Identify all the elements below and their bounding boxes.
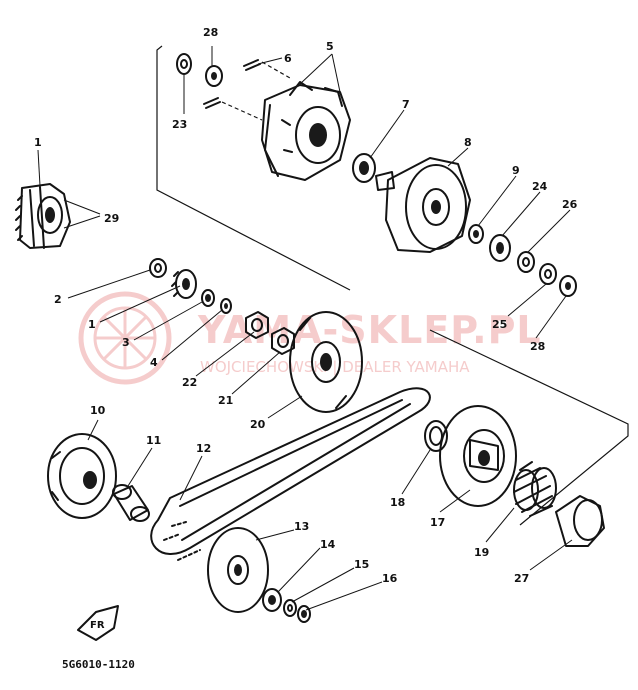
callout-labels: 1 29 2 1 3 4 22 21 20 28 23 6 5 7 8 9 24… xyxy=(34,26,578,585)
callout-28: 28 xyxy=(203,26,218,39)
callout-4: 4 xyxy=(150,356,158,369)
part-12-v-belt xyxy=(150,387,431,561)
part-1-gear xyxy=(15,183,71,249)
callout-7: 7 xyxy=(402,98,410,111)
part-1b-gear xyxy=(171,269,197,299)
part-8-clutch-housing xyxy=(375,157,471,253)
drawing-code: 5G6010-1120 xyxy=(62,658,135,671)
callout-15: 15 xyxy=(354,558,369,571)
part-22-nut xyxy=(245,311,269,339)
callout-2: 2 xyxy=(54,293,62,306)
callout-16: 16 xyxy=(382,572,398,585)
callout-28b: 28 xyxy=(530,340,545,353)
callout-6: 6 xyxy=(284,52,292,65)
part-4-washer xyxy=(220,298,232,314)
part-27-spring-seat xyxy=(555,495,605,547)
part-7-bearing xyxy=(352,153,376,183)
callout-21: 21 xyxy=(218,394,233,407)
callout-9: 9 xyxy=(512,164,520,177)
callout-20: 20 xyxy=(250,418,266,431)
front-arrow-icon: FR xyxy=(77,605,119,641)
watermark-tagline: WOJCIECHOWSKI | DEALER YAMAHA xyxy=(200,358,470,376)
part-14-nut xyxy=(262,588,282,612)
callout-leaders xyxy=(37,46,573,611)
callout-29: 29 xyxy=(104,212,119,225)
part-3-bush xyxy=(201,289,215,307)
part-21-washer xyxy=(271,327,295,355)
watermark-logo-icon xyxy=(78,291,172,385)
part-28-washer xyxy=(205,65,223,87)
callout-14: 14 xyxy=(320,538,336,551)
callout-11: 11 xyxy=(146,434,161,447)
front-arrow-label: FR xyxy=(90,620,105,631)
callout-23: 23 xyxy=(172,118,187,131)
callout-10: 10 xyxy=(90,404,106,417)
part-2-washer xyxy=(149,258,167,278)
part-19-spring xyxy=(513,461,557,517)
part-23-washer xyxy=(176,53,192,75)
callout-24: 24 xyxy=(532,180,548,193)
callout-13: 13 xyxy=(294,520,309,533)
callout-1: 1 xyxy=(34,136,42,149)
part-5-clutch-carrier xyxy=(261,81,351,181)
part-6-spring-pins xyxy=(203,59,291,121)
assembly-frame xyxy=(156,45,629,526)
callout-25: 25 xyxy=(492,318,507,331)
callout-3: 3 xyxy=(122,336,130,349)
part-13-secondary-sheave xyxy=(207,527,269,613)
callout-1b: 1 xyxy=(88,318,96,331)
part-16-nut xyxy=(297,605,311,623)
part-28b-nut xyxy=(559,275,577,297)
part-9-spacer xyxy=(468,224,484,244)
callout-18: 18 xyxy=(390,496,405,509)
callout-22: 22 xyxy=(182,376,197,389)
part-17-secondary-fixed-sheave xyxy=(439,405,517,507)
part-11-collar xyxy=(112,484,150,522)
callout-26: 26 xyxy=(562,198,578,211)
part-26-washer xyxy=(517,251,535,273)
part-24-bearing xyxy=(489,234,511,262)
watermark-brand: YAMA-SKLEP.PL xyxy=(197,308,542,352)
callout-17: 17 xyxy=(430,516,445,529)
part-10-movable-sheave xyxy=(47,433,117,519)
callout-27: 27 xyxy=(514,572,529,585)
part-15-washer xyxy=(283,599,297,617)
callout-5: 5 xyxy=(326,40,334,53)
callout-12: 12 xyxy=(196,442,211,455)
part-20-fixed-sheave xyxy=(289,311,363,413)
callout-19: 19 xyxy=(474,546,489,559)
callout-8: 8 xyxy=(464,136,472,149)
part-25-washer xyxy=(539,263,557,285)
